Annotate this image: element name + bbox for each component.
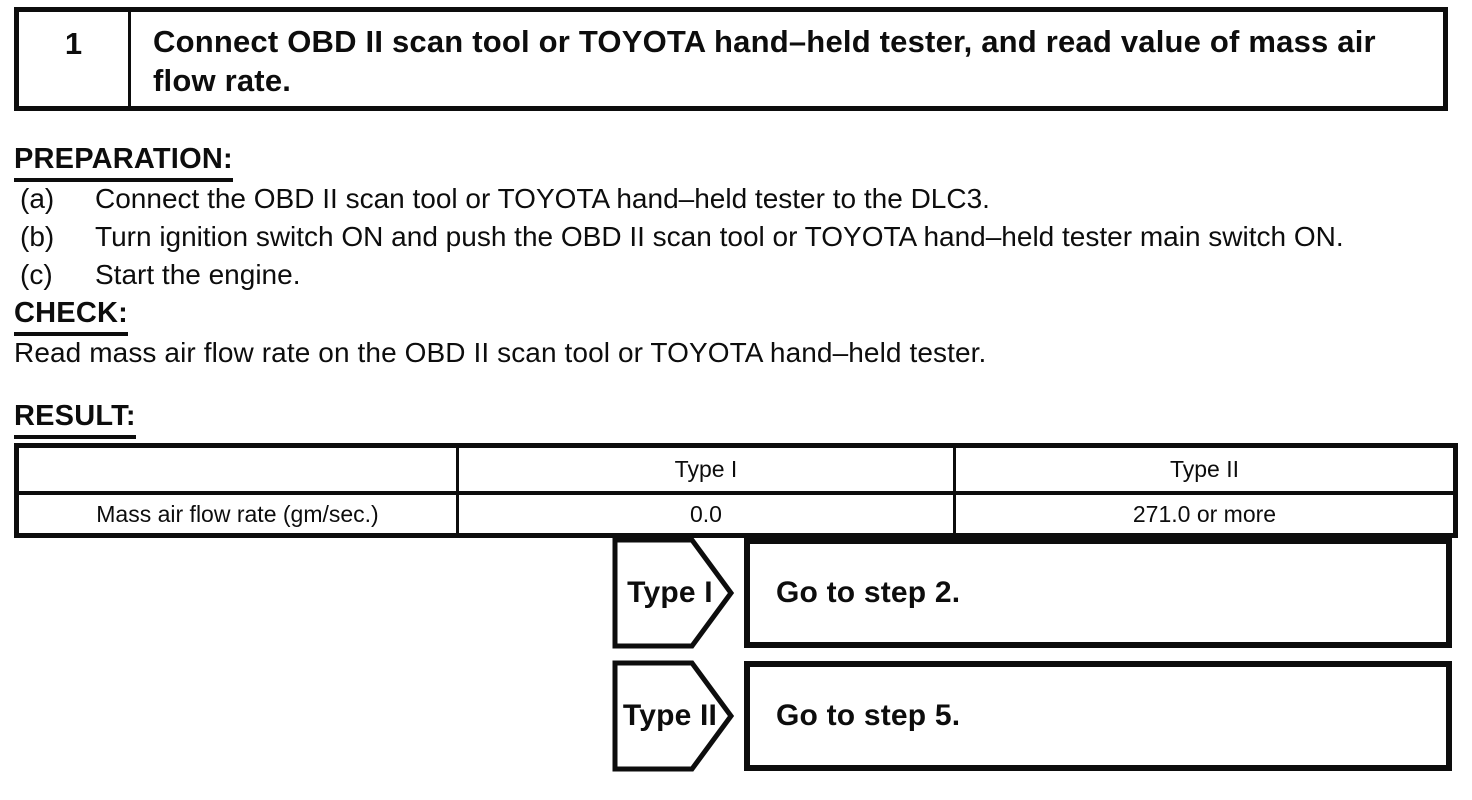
directive-action-box: Go to step 5. [744,661,1452,771]
directive-condition: Type I [627,576,713,609]
directive-action-box: Go to step 2. [744,538,1452,648]
result-table-header-blank [15,444,459,495]
directive-condition: Type II [622,699,718,732]
result-table-row-label: Mass air flow rate (gm/sec.) [15,491,459,537]
preparation-item-text: Connect the OBD II scan tool or TOYOTA h… [95,183,990,214]
type-i-pointer-icon: Type I [612,537,740,649]
directive-type-2: Type II Go to step 5. [612,660,1452,772]
check-heading: CHECK: [14,297,128,336]
result-table-type1-value: 0.0 [456,491,956,537]
preparation-item-text: Start the engine. [95,259,301,290]
result-table-header-type2: Type II [953,444,1457,495]
check-text: Read mass air flow rate on the OBD II sc… [14,337,987,368]
preparation-item-label: (c) [20,259,53,290]
result-table: Type I Type II Mass air flow rate (gm/se… [14,443,1458,538]
type-ii-pointer-icon: Type II [612,660,740,772]
directive-action-text: Go to step 5. [776,699,961,732]
preparation-item-label: (a) [20,183,55,214]
step-instruction: Connect OBD II scan tool or TOYOTA hand–… [153,24,1376,98]
result-table-header-type1: Type I [456,444,956,495]
preparation-heading: PREPARATION: [14,143,233,182]
result-table-type2-value: 271.0 or more [953,491,1457,537]
result-table-data-row: Mass air flow rate (gm/sec.) 0.0 271.0 o… [15,491,1457,537]
step-header-box: 1 Connect OBD II scan tool or TOYOTA han… [14,7,1448,111]
preparation-item-text: Turn ignition switch ON and push the OBD… [95,221,1344,252]
directive-type-1: Type I Go to step 2. [612,537,1452,649]
directive-action-text: Go to step 2. [776,576,961,609]
preparation-item-label: (b) [20,221,55,252]
step-number: 1 [19,12,131,106]
result-heading: RESULT: [14,400,136,439]
result-table-header-row: Type I Type II [15,444,1457,495]
